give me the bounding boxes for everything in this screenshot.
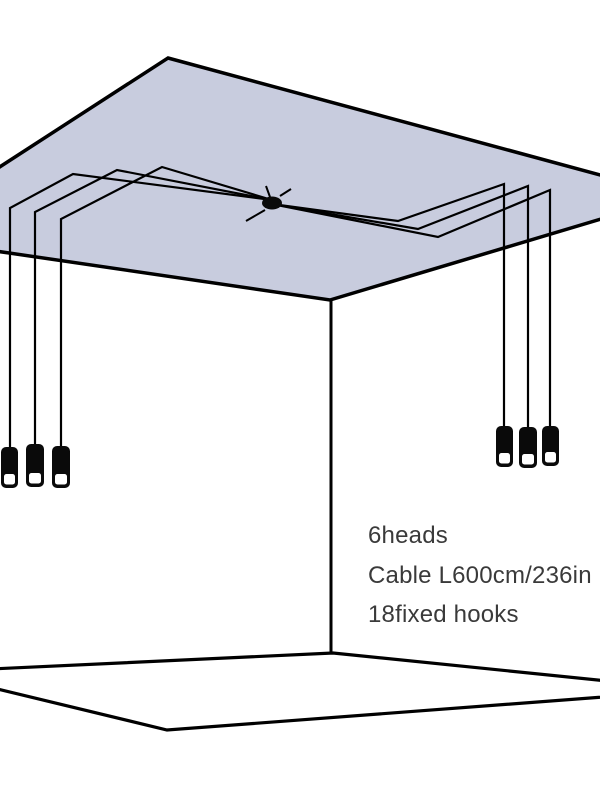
canopy-stub-1 [265,185,271,198]
canopy-stub-3 [279,188,292,197]
floor-outline [0,651,600,732]
spec-line-hooks: 18fixed hooks [368,601,519,628]
lamp-light-window-6 [545,452,556,463]
cable-6 [271,188,552,428]
lamp-light-window-3 [55,474,67,485]
ceiling-plane [0,56,600,302]
cable-3 [59,165,273,448]
canopy [262,196,282,210]
spec-line-heads: 6heads [368,522,448,549]
cable-2 [33,168,273,446]
cable-1 [8,172,273,449]
spec-line-cable: Cable L600cm/236in [368,561,592,589]
lamp-light-window-2 [29,473,41,484]
spec-text-block: 6heads Cable L600cm/236in 18fixed hooks [368,516,592,635]
cable-5 [271,184,530,429]
lamp-light-window-5 [522,454,534,465]
canopy-stub-2 [245,209,266,222]
lamp-light-window-4 [499,453,510,464]
lamp-light-window-1 [4,474,15,485]
cable-4 [271,182,506,428]
